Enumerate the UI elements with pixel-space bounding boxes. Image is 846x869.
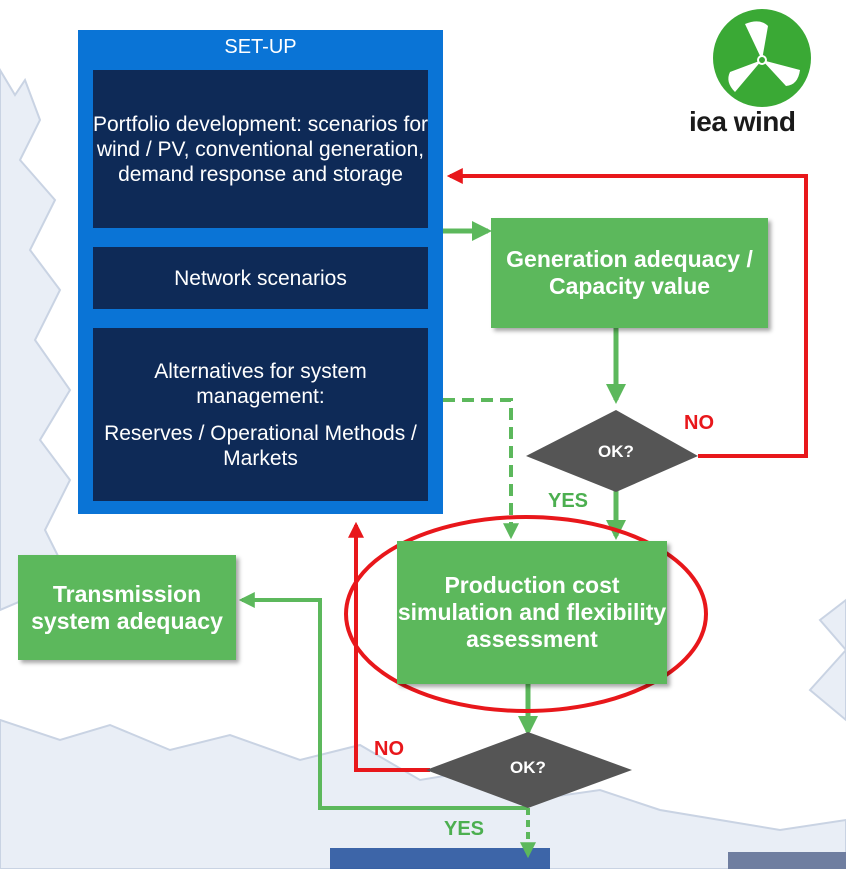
network-scenarios-text: Network scenarios xyxy=(174,266,347,290)
yes-label-top: YES xyxy=(548,490,589,512)
portfolio-development-text: Portfolio development: scenarios for win… xyxy=(93,112,429,186)
generation-adequacy-text: Generation adequacy / Capacity value xyxy=(506,246,753,299)
setup-title: SET-UP xyxy=(224,36,297,58)
system-management-text-2: Reserves / Operational Methods / Markets xyxy=(104,421,417,470)
production-cost-box: Production cost simulation and flexibili… xyxy=(397,541,667,684)
no-label-top: NO xyxy=(684,412,714,434)
decision-ok-bottom xyxy=(426,732,632,808)
bg-photo-strip xyxy=(330,848,550,869)
decision-ok-bottom-label: OK? xyxy=(510,758,546,777)
decision-ok-top-label: OK? xyxy=(598,442,634,461)
transmission-adequacy-box: Transmission system adequacy xyxy=(18,555,236,660)
generation-adequacy-box: Generation adequacy / Capacity value xyxy=(491,218,768,328)
connector-ok-bottom-to-transmission xyxy=(238,592,528,810)
bg-jagged-bottom xyxy=(0,718,846,869)
production-cost-text: Production cost simulation and flexibili… xyxy=(397,572,667,652)
connector-ok-top-no xyxy=(446,168,808,458)
bg-jagged-left xyxy=(0,68,72,612)
bg-photo-corner xyxy=(728,852,846,869)
yes-label-bottom: YES xyxy=(444,818,485,840)
no-label-bottom: NO xyxy=(374,738,404,760)
network-scenarios-box: Network scenarios xyxy=(93,247,428,309)
wind-turbine-icon xyxy=(713,9,811,107)
system-management-box: Alternatives for system management: Rese… xyxy=(93,328,428,501)
transmission-adequacy-text: Transmission system adequacy xyxy=(31,580,223,634)
connector-alternatives-dashed xyxy=(443,398,519,540)
decision-ok-top xyxy=(526,410,698,492)
portfolio-development-box: Portfolio development: scenarios for win… xyxy=(93,70,428,228)
system-management-text-1: Alternatives for system management: xyxy=(154,359,367,408)
highlight-ellipse xyxy=(344,515,708,713)
connector-ok-bottom-no xyxy=(348,521,430,772)
logo-text: iea wind xyxy=(689,106,796,137)
bg-jagged-right xyxy=(808,598,846,722)
